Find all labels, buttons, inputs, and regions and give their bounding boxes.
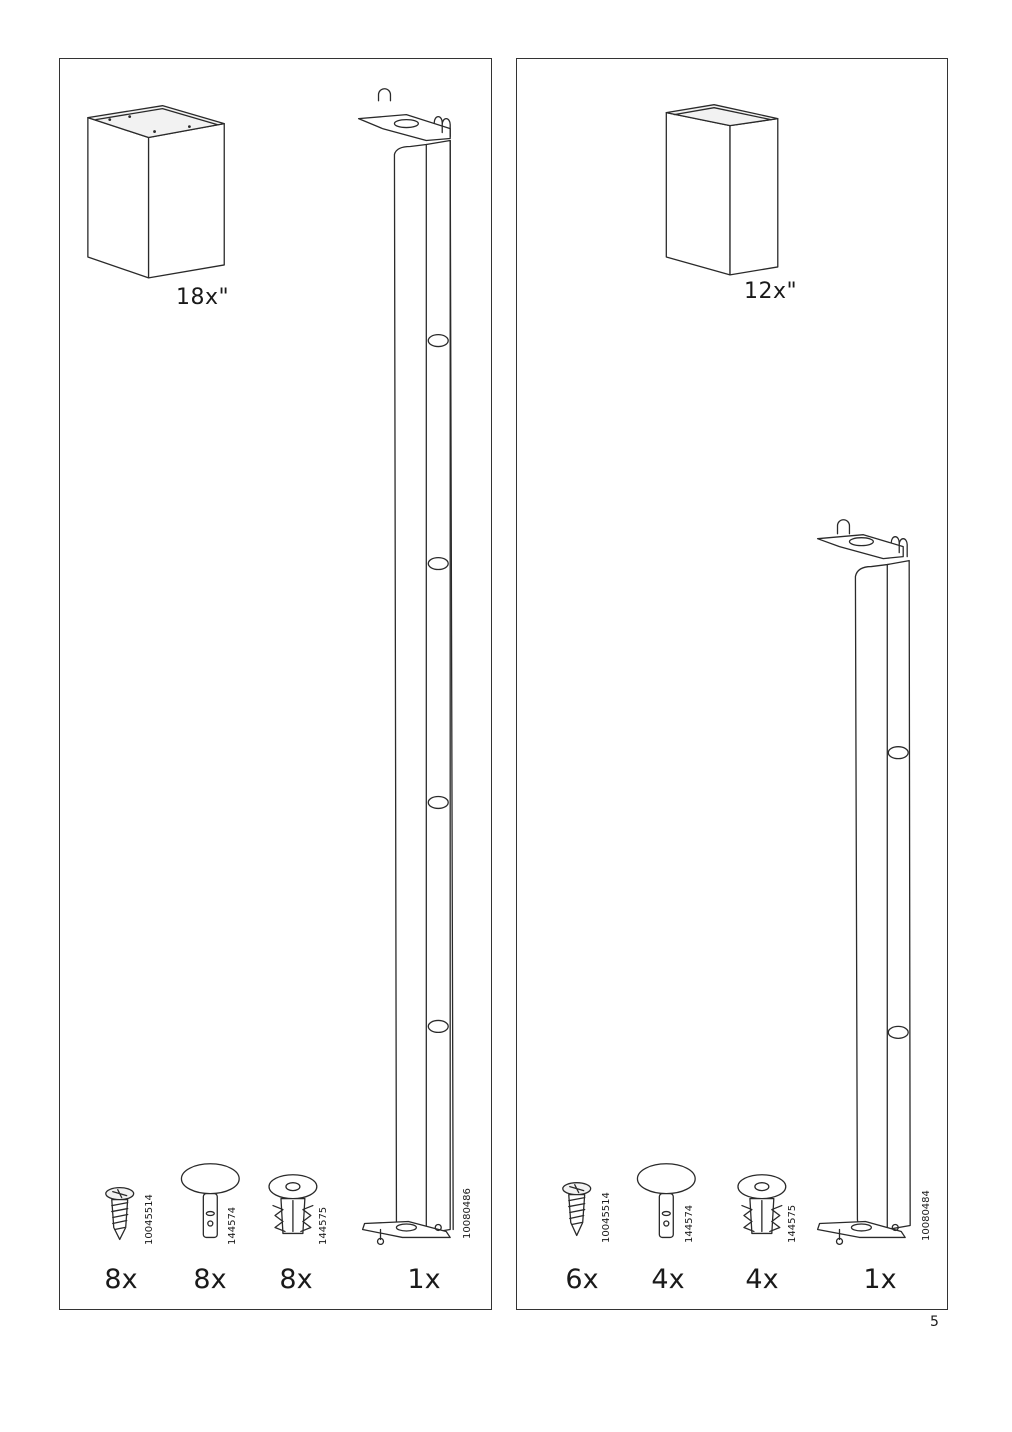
cabinet-18-icon [87,105,225,279]
part-code: 144575 [318,1206,329,1245]
part-code: 144574 [684,1204,695,1243]
part-code: 10080484 [921,1190,932,1241]
right-panel: 12x" 10045514 144574 144575 10080484 6x … [516,58,948,1310]
part-code: 144575 [787,1204,798,1243]
rail-short-icon [816,519,911,1246]
part-quantity: 8x [279,1264,313,1295]
cabinet-size-label: 18x" [176,285,230,310]
right-panel-illustration [562,104,911,1246]
part-quantity: 4x [745,1264,779,1295]
part-code: 10080486 [462,1188,473,1239]
part-quantity: 8x [193,1264,227,1295]
left-panel-illustration [87,88,454,1246]
part-quantity: 1x [407,1264,441,1295]
rail-long-icon [357,88,454,1246]
part-code: 144574 [227,1206,238,1245]
part-quantity: 4x [651,1264,685,1295]
screw-icon [105,1187,135,1241]
part-quantity: 6x [565,1264,599,1295]
screw-icon [562,1182,592,1237]
part-code: 10045514 [601,1192,612,1243]
cap-pin-icon [180,1163,240,1239]
plug-icon [737,1174,787,1235]
left-panel: 18x" 10045514 144574 144575 10080486 8x … [59,58,492,1310]
page-number: 5 [930,1314,939,1330]
part-quantity: 1x [863,1264,897,1295]
part-quantity: 8x [104,1264,138,1295]
cap-pin-icon [636,1163,696,1239]
plug-icon [268,1174,318,1235]
cabinet-size-label: 12x" [744,279,798,304]
part-code: 10045514 [144,1194,155,1245]
cabinet-12-icon [665,104,779,276]
